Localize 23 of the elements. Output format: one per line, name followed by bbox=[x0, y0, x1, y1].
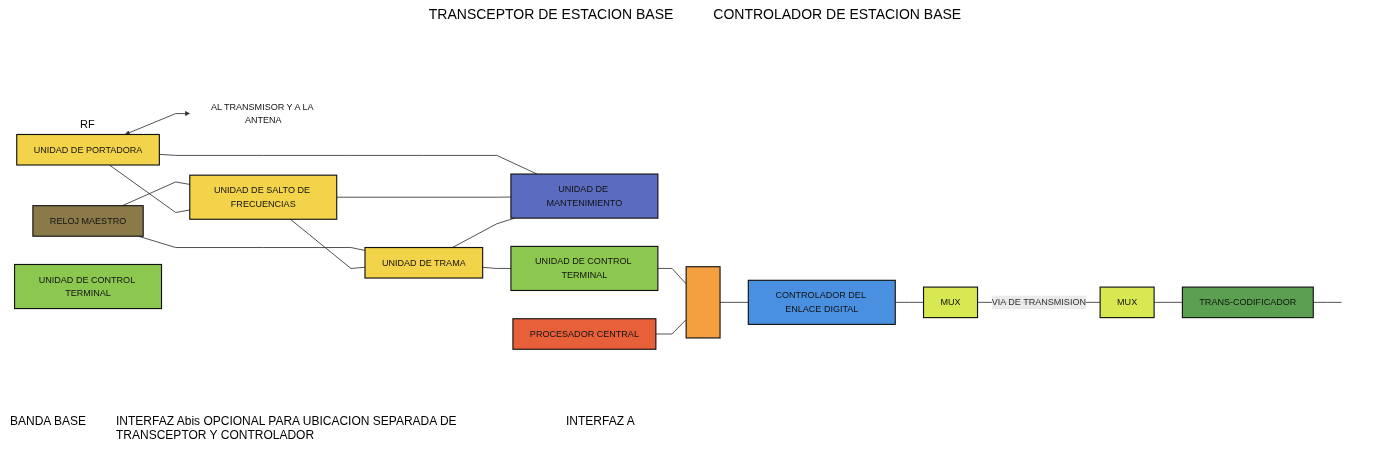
node-box bbox=[685, 265, 721, 339]
node-box: UNIDAD DE MANTENIMIENTO bbox=[510, 173, 659, 219]
node-box: RELOJ MAESTRO bbox=[32, 204, 144, 237]
node-box: MUX bbox=[1099, 286, 1155, 318]
node-box: UNIDAD DE CONTROL TERMINAL bbox=[510, 245, 659, 291]
annotation-label: BANDA BASE bbox=[10, 414, 87, 428]
annotation-label: INTERFAZ A bbox=[566, 414, 635, 428]
node-box: UNIDAD DE SALTO DE FRECUENCIAS bbox=[189, 174, 338, 220]
node-box: UNIDAD DE CONTROL TERMINAL bbox=[14, 263, 163, 309]
node-text: AL TRANSMISOR Y A LA ANTENA bbox=[210, 101, 314, 125]
section-heading: CONTROLADOR DE ESTACION BASE bbox=[713, 6, 962, 22]
node-box: UNIDAD DE PORTADORA bbox=[16, 133, 160, 166]
node-box: MUX bbox=[922, 286, 979, 318]
connector bbox=[655, 318, 687, 335]
node-box: CONTROLADOR DEL ENLACE DIGITAL bbox=[747, 279, 896, 325]
node-box: UNIDAD DE TRAMA bbox=[364, 246, 484, 279]
connector bbox=[657, 267, 687, 284]
section-heading: TRANSCEPTOR DE ESTACION BASE bbox=[428, 6, 674, 22]
node-box: TRANS-CODIFICADOR bbox=[1181, 286, 1314, 318]
annotation-label: INTERFAZ Abis OPCIONAL PARA UBICACION SEPARADA DE TRANSCEPTOR Y CONTROLADOR bbox=[116, 414, 458, 442]
edge-label: VIA DE TRANSMISION bbox=[991, 296, 1086, 307]
node-box: PROCESADOR CENTRAL bbox=[512, 317, 657, 350]
node-caption: RF bbox=[80, 118, 95, 131]
